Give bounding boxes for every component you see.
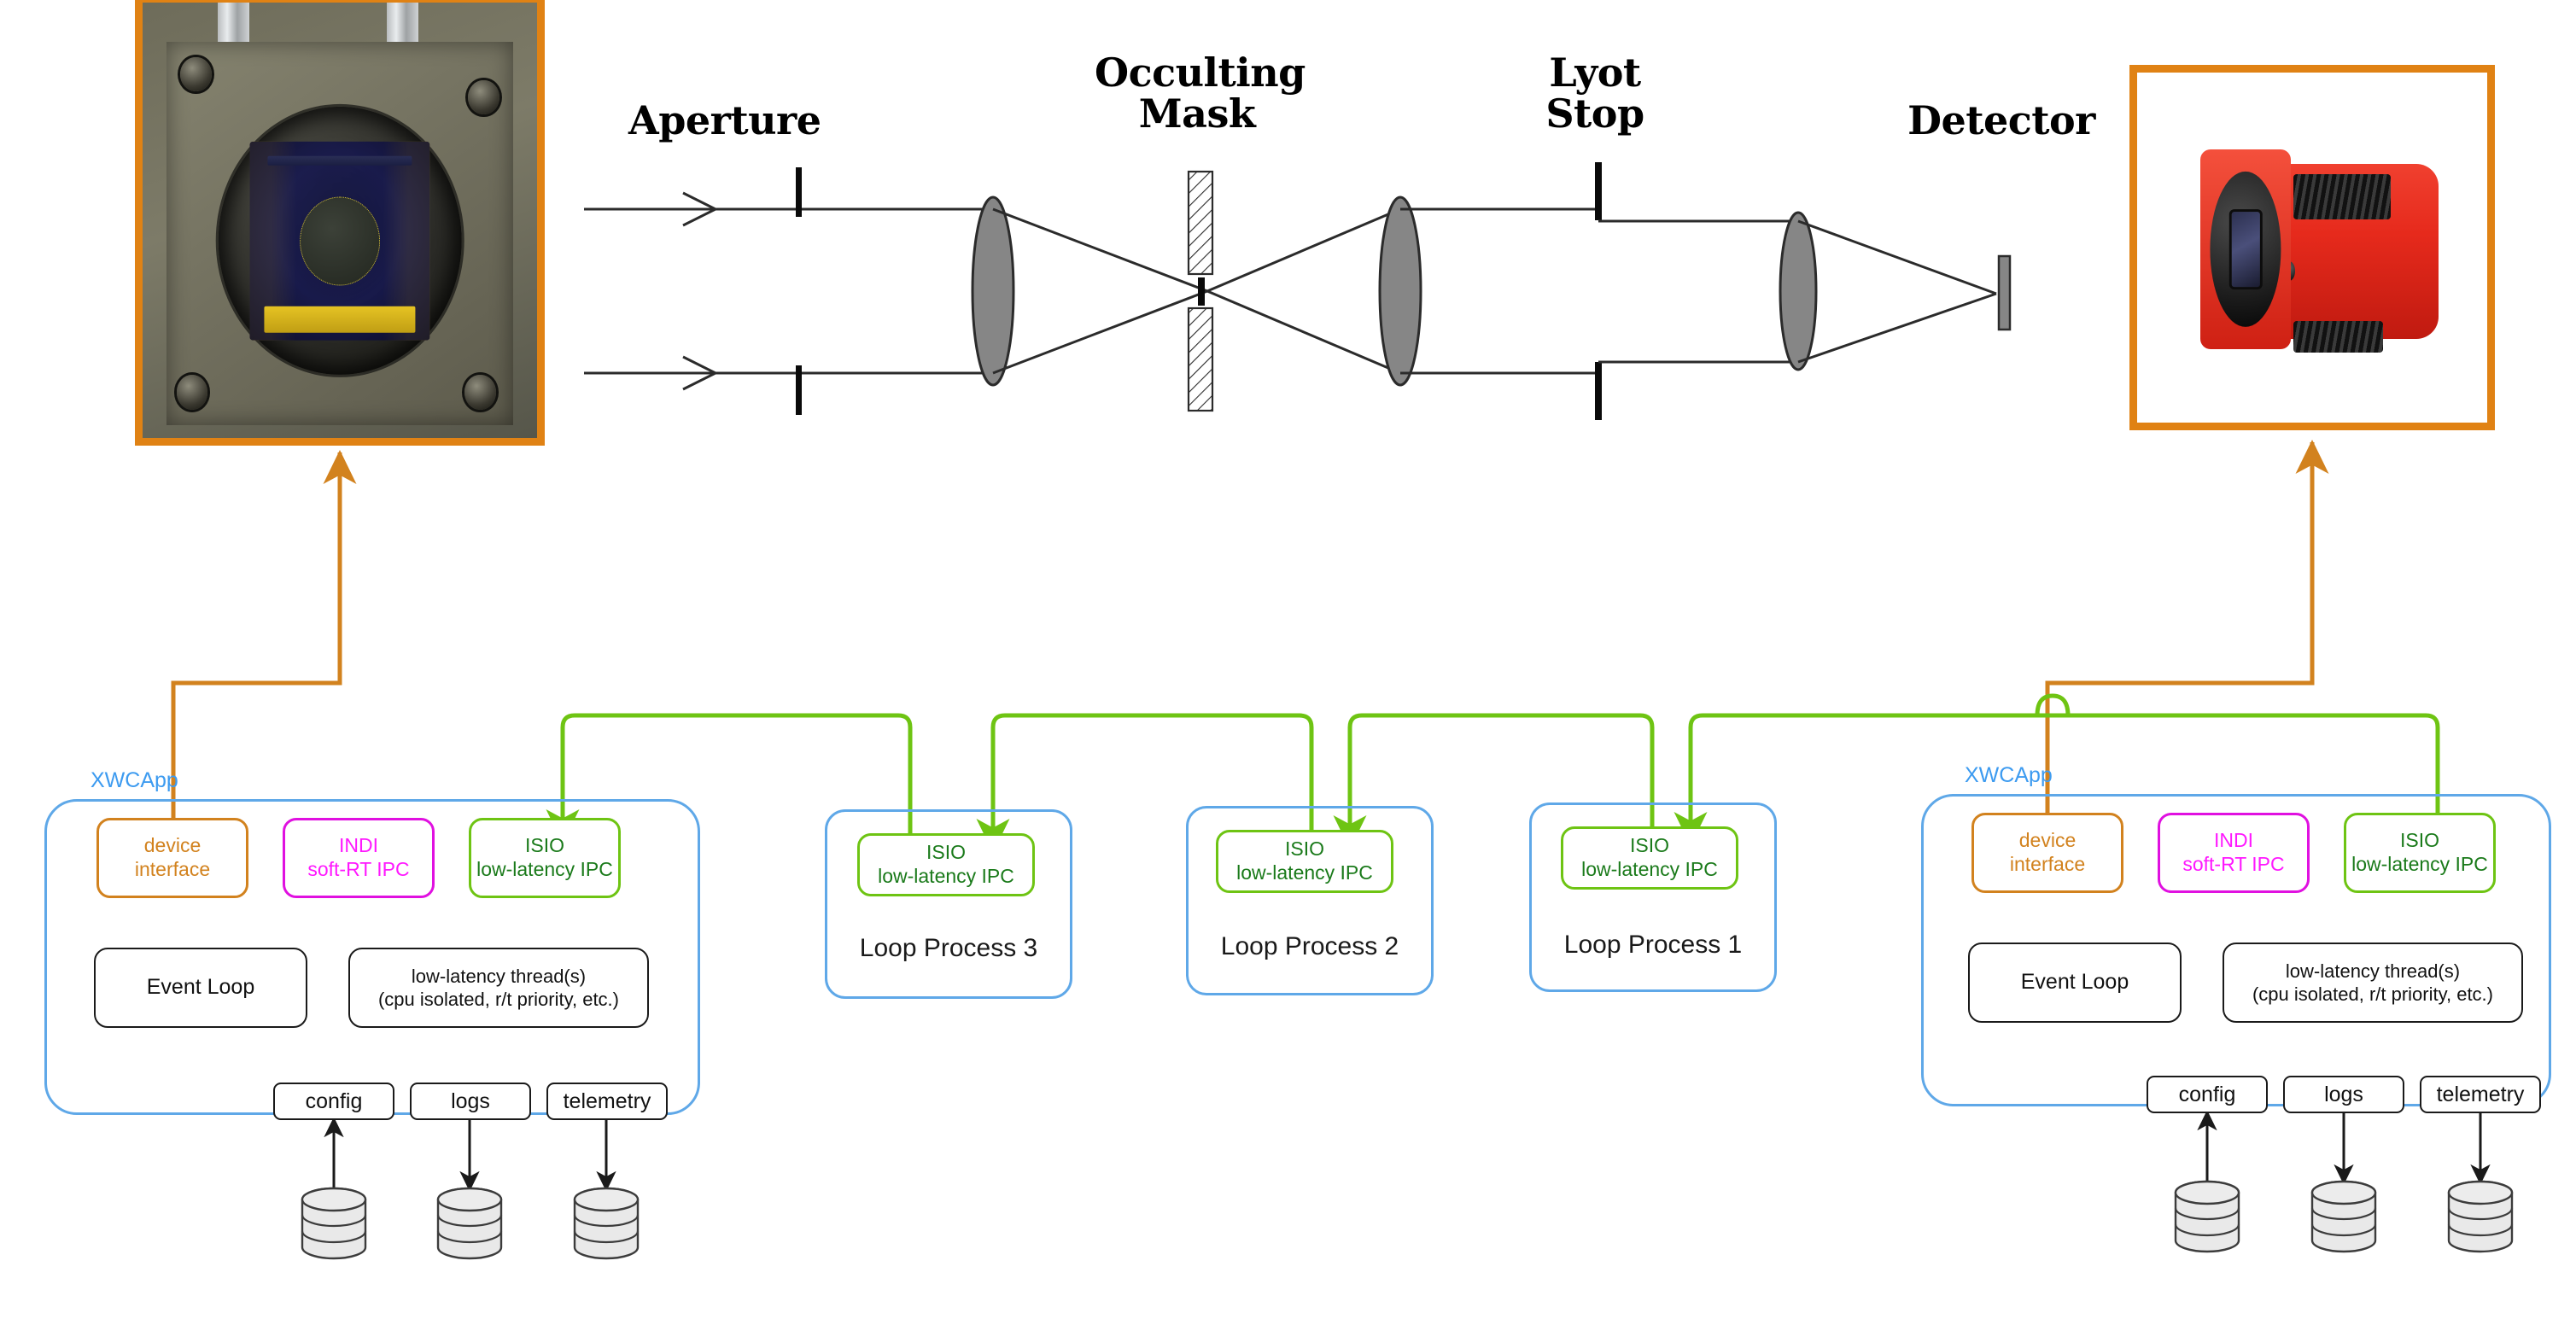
- xwcapp-left-event-loop[interactable]: Event Loop: [94, 948, 307, 1028]
- xwcapp-left-config-store[interactable]: config: [273, 1083, 394, 1120]
- database-telemetry-right: [2447, 1180, 2514, 1253]
- mask-central-disc: [299, 196, 381, 286]
- mask-knob-right: [387, 3, 419, 46]
- input-ray-top-arrow: [682, 191, 719, 227]
- loop-process-2-isio[interactable]: ISIO low-latency IPC: [1216, 830, 1393, 893]
- connector-green-hop-over-orange: [2035, 693, 2071, 716]
- loop-process-1[interactable]: [1529, 802, 1777, 992]
- camera-vent-top: [2293, 173, 2392, 220]
- loop-process-1-isio[interactable]: ISIO low-latency IPC: [1561, 826, 1738, 890]
- lens-1: [971, 196, 1015, 387]
- xwcapp-right-isio[interactable]: ISIO low-latency IPC: [2344, 813, 2496, 893]
- loop-process-1-label: Loop Process 1: [1563, 931, 1743, 959]
- beam-focus-top: [1206, 207, 1401, 293]
- beam-L3-top: [1797, 219, 1997, 295]
- xwcapp-left-indi[interactable]: INDI soft-RT IPC: [283, 818, 435, 898]
- mask-screw-tr: [468, 79, 500, 115]
- loop-process-2-label: Loop Process 2: [1220, 932, 1399, 960]
- mask-photo-content: [143, 3, 537, 438]
- optics-label-aperture: Aperture: [628, 97, 821, 143]
- detector-plate: [1997, 254, 2012, 331]
- camera-lens-mount: [2210, 171, 2281, 328]
- beam-focus-bottom: [1206, 289, 1401, 375]
- camera-sensor: [2231, 212, 2260, 287]
- xwcapp-left-logs-store[interactable]: logs: [410, 1083, 531, 1120]
- lens-3: [1779, 211, 1818, 371]
- lens-2: [1378, 196, 1422, 387]
- aperture-stop-top: [796, 167, 802, 217]
- detector-camera-photograph: [2129, 65, 2495, 430]
- loop-process-2[interactable]: [1186, 806, 1434, 995]
- xwcapp-left-isio[interactable]: ISIO low-latency IPC: [469, 818, 621, 898]
- xwcapp-left-device-interface[interactable]: device interface: [96, 818, 248, 898]
- optics-label-detector: Detector: [1907, 97, 2095, 143]
- input-ray-bottom-arrow: [682, 355, 719, 391]
- xwcapp-left-telemetry-store[interactable]: telemetry: [546, 1083, 668, 1120]
- lyot-stop-bottom: [1595, 362, 1602, 420]
- connector-isio-lp1-to-lp2: [1333, 713, 1655, 849]
- database-telemetry-left: [573, 1187, 640, 1260]
- database-logs-right: [2310, 1180, 2377, 1253]
- database-config-right: [2174, 1180, 2240, 1253]
- camera-vent-bottom: [2293, 321, 2384, 353]
- xwcapp-right-label: XWCApp: [1965, 763, 2053, 787]
- xwcapp-left-low-latency-thread[interactable]: low-latency thread(s) (cpu isolated, r/t…: [348, 948, 649, 1028]
- connector-isio-lp2-to-lp3: [976, 713, 1314, 853]
- mask-upper-bar: [267, 155, 412, 166]
- xwcapp-right-low-latency-thread[interactable]: low-latency thread(s) (cpu isolated, r/t…: [2223, 943, 2523, 1023]
- loop-process-3-label: Loop Process 3: [859, 934, 1038, 962]
- mask-faceplate: [166, 41, 514, 425]
- occulting-mask-photograph: [135, 0, 545, 446]
- xwcapp-right-device-interface[interactable]: device interface: [1971, 813, 2123, 893]
- mask-screw-bl: [176, 375, 208, 410]
- beam-L3-bottom: [1797, 292, 1997, 364]
- database-config-left: [301, 1187, 367, 1260]
- occulting-mask-bar: [1198, 277, 1205, 306]
- mask-bore: [218, 107, 462, 376]
- database-logs-left: [436, 1187, 503, 1260]
- loop-process-3-isio[interactable]: ISIO low-latency IPC: [857, 833, 1035, 896]
- mask-optic: [249, 142, 430, 341]
- occulting-mask-upper: [1187, 170, 1214, 276]
- connector-isio-right-to-lp1: [1674, 713, 2440, 846]
- beam-L1-bottom: [992, 289, 1208, 375]
- camera-photo-content: [2137, 73, 2487, 423]
- lyot-stop-top: [1595, 162, 1602, 220]
- loop-process-3[interactable]: [825, 809, 1072, 999]
- mask-screw-br: [464, 375, 496, 410]
- optics-label-lyot-stop: Lyot Stop: [1545, 50, 1644, 137]
- xwcapp-left-label: XWCApp: [91, 768, 178, 792]
- mask-screw-tl: [179, 56, 212, 92]
- occulting-mask-lower: [1187, 306, 1214, 412]
- connector-camera-to-device-interface: [2030, 440, 2329, 873]
- optical-train: [584, 162, 2012, 420]
- connector-isio-lp3-to-left: [546, 713, 913, 850]
- xwcapp-right-indi[interactable]: INDI soft-RT IPC: [2158, 813, 2310, 893]
- mask-lower-bar: [264, 306, 416, 333]
- xwcapp-right-event-loop[interactable]: Event Loop: [1968, 943, 2182, 1023]
- xwcapp-right-telemetry-store[interactable]: telemetry: [2420, 1076, 2541, 1113]
- optics-label-occulting-mask: Occulting Mask: [1095, 50, 1306, 137]
- beam-L1-top: [992, 207, 1208, 293]
- xwcapp-right-config-store[interactable]: config: [2147, 1076, 2268, 1113]
- connector-mask-to-device-interface: [171, 450, 357, 841]
- xwcapp-right-logs-store[interactable]: logs: [2283, 1076, 2404, 1113]
- camera-front-plate: [2199, 149, 2292, 349]
- aperture-stop-bottom: [796, 365, 802, 415]
